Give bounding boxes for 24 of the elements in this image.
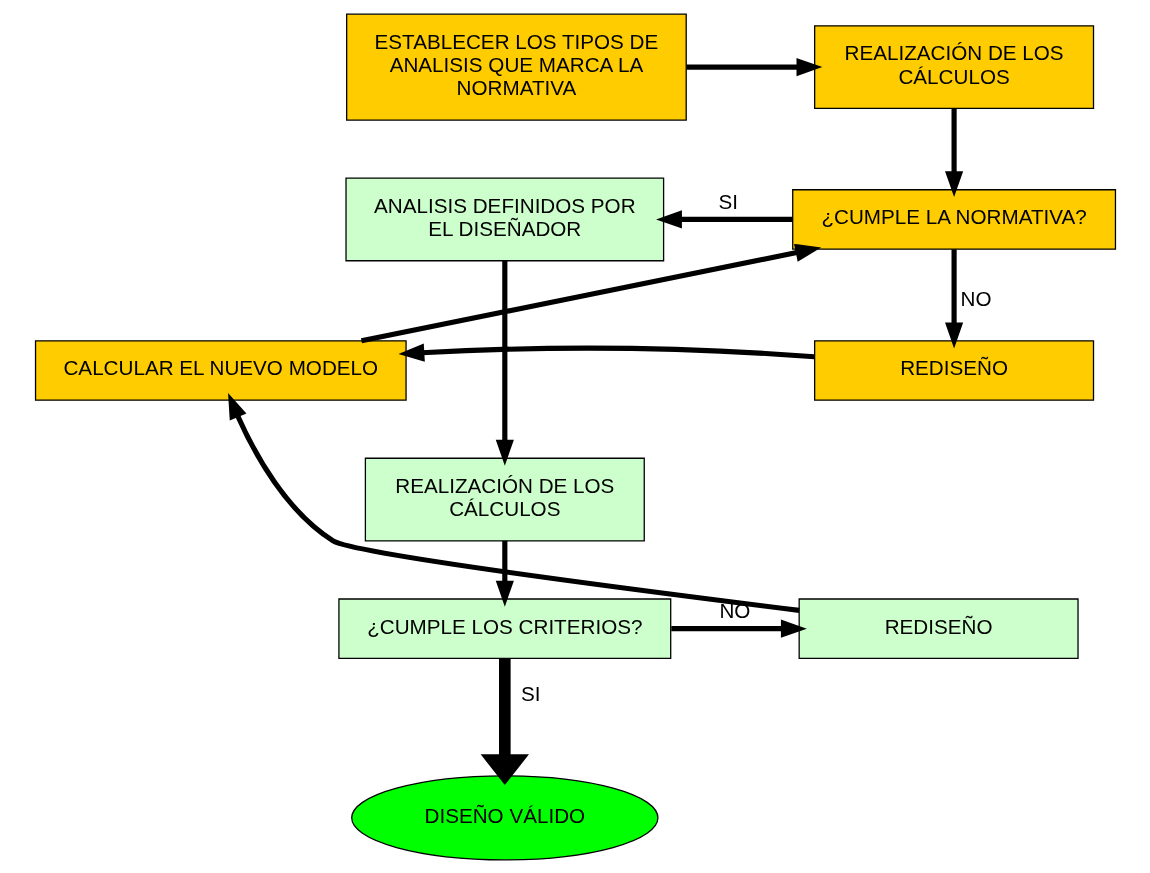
arrow [686, 57, 822, 76]
arrow [360, 243, 821, 343]
node-box: ANALISIS DEFINIDOS POR EL DISEÑADOR [344, 176, 664, 261]
arrow [227, 392, 799, 613]
edge-label: SI [520, 681, 540, 705]
arrow [944, 108, 963, 197]
arrow [397, 343, 815, 362]
arrow [670, 619, 807, 638]
node-box: REDISEÑO [798, 597, 1079, 659]
node-box: ESTABLECER LOS TIPOS DE ANALISIS QUE MARCA LA NORMATIVA [345, 13, 687, 121]
node-box: REALIZACIÓN DE LOS CÁLCULOS [813, 24, 1094, 109]
arrow [480, 658, 529, 785]
arrow [655, 209, 793, 228]
node-box: CALCULAR EL NUEVO MODELO [34, 339, 407, 401]
edge-label: SI [717, 189, 738, 213]
arrow [495, 540, 514, 607]
node-box: REALIZACIÓN DE LOS CÁLCULOS [364, 457, 645, 542]
node-box: REDISEÑO [813, 339, 1094, 401]
node-box: ¿CUMPLE LOS CRITERIOS? [337, 597, 671, 659]
node-box: ¿CUMPLE LA NORMATIVA? [791, 188, 1116, 250]
arrow [495, 260, 514, 466]
node-ellipse: DISEÑO VÁLIDO [350, 774, 659, 860]
edge-label: NO [960, 286, 992, 310]
arrow [944, 248, 963, 348]
